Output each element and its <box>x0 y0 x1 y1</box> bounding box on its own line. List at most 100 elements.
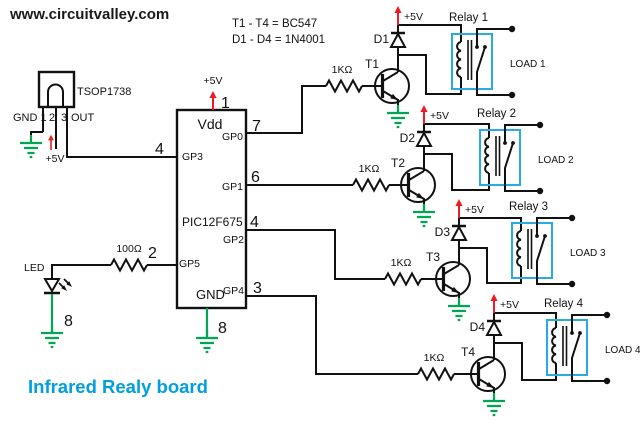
supply-label: +5V <box>465 204 484 216</box>
relay-stage-1: 1KΩ T1 D1 +5V Relay 1 LOAD 1 <box>246 5 546 134</box>
relay-label: Relay 1 <box>449 12 488 24</box>
ir-receiver-tsop1738: TSOP1738 GND 1 2 3 OUT +5V <box>13 70 177 165</box>
emitter-arrow-icon <box>390 93 398 100</box>
page-title: Infrared Realy board <box>28 376 208 397</box>
switch-contact-dot <box>535 234 539 238</box>
diode-label: D1 <box>374 32 390 46</box>
transistor-symbol <box>470 356 506 392</box>
relay-switch <box>504 124 540 192</box>
pin-number-2: 2 <box>148 245 157 262</box>
emitter-ground-icon <box>411 202 437 228</box>
load-terminal-bottom <box>603 377 611 385</box>
diode-symbol <box>389 31 407 48</box>
supply-arrow-icon <box>393 5 403 26</box>
note-transistors: T1 - T4 = BC547 <box>232 18 317 30</box>
load-terminal-top <box>568 214 576 222</box>
supply-label: +5V <box>500 299 519 311</box>
base-resistor-symbol <box>417 367 455 381</box>
switch-contact-dot <box>503 141 507 145</box>
load-label: LOAD 4 <box>605 345 640 356</box>
diode-symbol <box>485 319 503 336</box>
tsop-body <box>37 70 76 109</box>
relay-coil <box>484 137 490 174</box>
relay-box <box>511 222 553 279</box>
tsop-pins <box>42 107 177 158</box>
transistor-label: T1 <box>365 57 379 71</box>
relay-label: Relay 3 <box>509 201 548 213</box>
relay-core <box>527 229 533 269</box>
base-resistor-label: 1KΩ <box>359 163 380 175</box>
led-resistor-symbol <box>110 258 148 272</box>
emitter-ground-icon <box>385 103 411 129</box>
supply-label: +5V <box>404 11 423 23</box>
vdd-supply-label: +5V <box>204 75 223 87</box>
relay-label: Relay 2 <box>477 108 516 120</box>
led-label: LED <box>24 262 45 274</box>
base-resistor-symbol <box>384 272 422 286</box>
load-terminal-bottom <box>536 187 544 195</box>
switch-contact-dot <box>475 45 479 49</box>
pin-number-6: 6 <box>251 169 260 186</box>
load-label: LOAD 1 <box>510 59 546 70</box>
tsop-supply-icon <box>47 134 55 151</box>
switch-lever-dot <box>578 331 582 335</box>
relay-switch <box>536 217 572 285</box>
relay-stage-3: 1KΩ T3 D3 +5V Relay 3 LOAD 3 <box>246 198 606 322</box>
ic-ground-icon <box>194 328 220 354</box>
load-label: LOAD 2 <box>538 155 574 166</box>
ic-pin-gp1-label: GP1 <box>222 181 243 193</box>
emitter-ground-icon <box>446 296 472 322</box>
base-resistor-label: 1KΩ <box>424 352 445 364</box>
ic-pin-gp2-label: GP2 <box>223 234 244 246</box>
tsop-pin-out-label: OUT <box>71 112 95 124</box>
relay-core <box>495 136 501 176</box>
led-arrowhead-1 <box>61 285 67 291</box>
base-resistor-symbol <box>325 79 363 93</box>
led-symbol <box>43 278 61 293</box>
ic-body <box>175 108 248 310</box>
transistor-symbol <box>400 167 436 203</box>
tsop-pin2-label: 2 <box>49 112 55 124</box>
emitter-arrow-icon <box>416 192 424 199</box>
relay-coil <box>551 327 557 364</box>
relay-box <box>451 33 493 90</box>
relay-coil <box>456 41 462 78</box>
diode-label: D2 <box>400 131 416 145</box>
relay-switch <box>476 28 512 96</box>
tsop-supply-label: +5V <box>46 153 65 165</box>
base-resistor-label: 1KΩ <box>391 257 412 269</box>
transistor-label: T2 <box>391 156 405 170</box>
diode-label: D3 <box>435 225 451 239</box>
relay-label: Relay 4 <box>544 298 584 310</box>
diode-label: D4 <box>470 320 486 334</box>
stage-wires <box>246 217 522 298</box>
load-label: LOAD 3 <box>570 248 606 259</box>
load-terminal-top <box>603 311 611 319</box>
relay-coil <box>516 230 522 267</box>
load-terminal-top <box>508 25 516 33</box>
emitter-arrow-icon <box>486 381 494 388</box>
pin-number-3: 3 <box>253 280 262 297</box>
pin-number-8-led: 8 <box>64 313 73 330</box>
pin-number-8-ic: 8 <box>218 320 227 337</box>
ic-pin-gp5-label: GP5 <box>179 258 200 270</box>
supply-arrow-icon <box>419 104 429 125</box>
supply-label: +5V <box>430 110 449 122</box>
relay-switch <box>571 314 607 382</box>
relay-core <box>562 326 568 366</box>
led-wires <box>51 264 177 279</box>
transistor-label: T3 <box>426 250 440 264</box>
led-arrowhead-2 <box>66 281 72 287</box>
ic-pin-gp0-label: GP0 <box>222 131 243 143</box>
pin-number-4-gp2: 4 <box>250 214 259 231</box>
switch-lever-dot <box>511 141 515 145</box>
ic-pin-gnd-label: GND <box>196 287 225 302</box>
pin-number-4-gp3: 4 <box>155 141 164 158</box>
tsop-label: TSOP1738 <box>77 86 131 98</box>
ic-name: PIC12F675 <box>182 215 243 229</box>
ic-pin-vdd-label: Vdd <box>198 116 223 132</box>
ic-pin-gp4-label: GP4 <box>223 285 244 297</box>
base-resistor-label: 1KΩ <box>332 64 353 76</box>
